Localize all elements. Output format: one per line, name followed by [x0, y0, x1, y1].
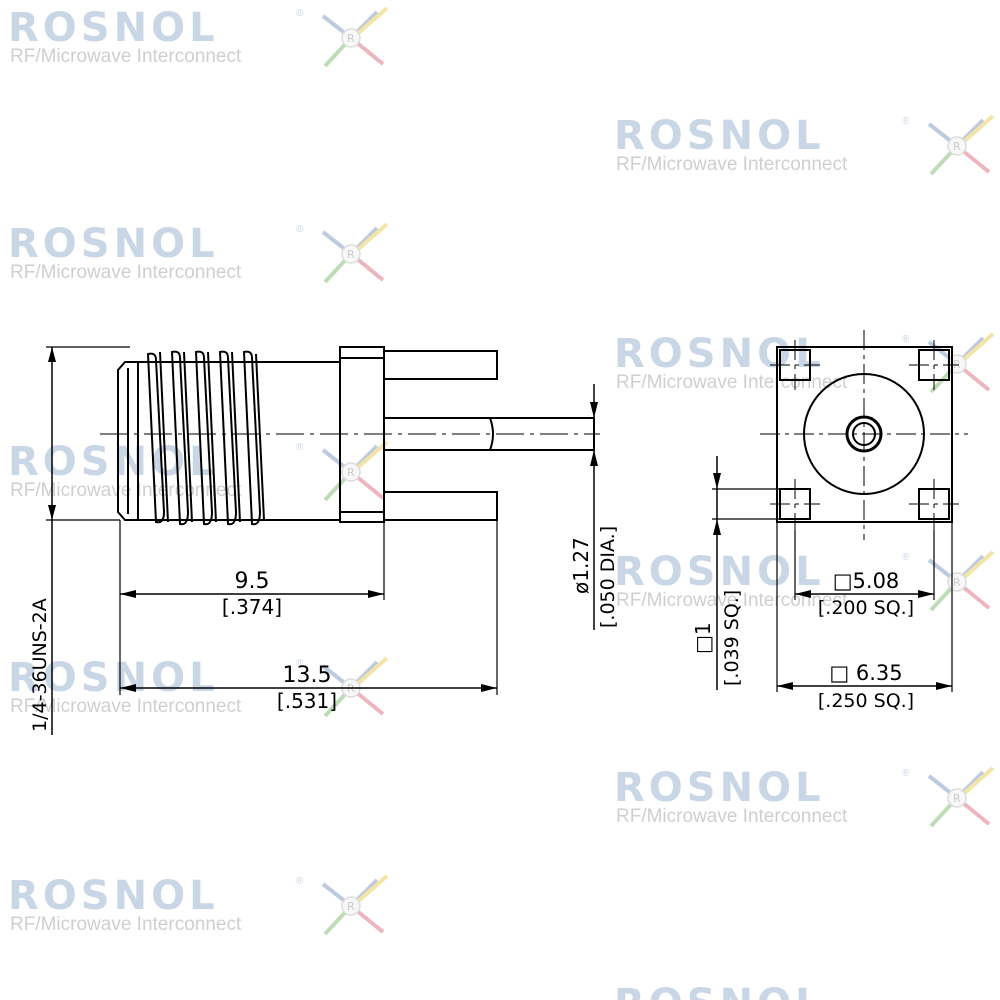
watermark-registered: ® [902, 768, 910, 779]
watermark-tagline: RF/Microwave Interconnect [10, 46, 242, 67]
rosnol-star-logo-icon: R [321, 874, 388, 936]
rosnol-star-logo-icon: R [927, 766, 994, 828]
watermark-tagline: RF/Microwave Interconnect [616, 372, 848, 393]
rosnol-star-logo-icon: R [321, 6, 388, 68]
rosnol-star-logo-icon: R [927, 114, 994, 176]
watermark-brand: ROSNOL [614, 982, 825, 1000]
watermark-7: ROSNOL ® RF/Microwave Interconnect R [8, 656, 388, 726]
thread-label: 1/4-36UNS-2A [29, 598, 51, 732]
watermark-brand: ROSNOL [8, 5, 219, 51]
watermark-tagline: RF/Microwave Interconnect [616, 154, 848, 175]
svg-text:R: R [953, 576, 961, 589]
watermark-brand: ROSNOL [614, 765, 825, 811]
watermark-brand: ROSNOL [614, 331, 825, 377]
watermark-brand: ROSNOL [8, 439, 219, 485]
thread-crests [146, 350, 265, 526]
overall-length-mm: 13.5 [283, 663, 332, 688]
watermark-brand: ROSNOL [8, 221, 219, 267]
rosnol-star-logo-icon: R [321, 222, 388, 284]
watermark-9: ROSNOL ® RF/Microwave Interconnect R [8, 874, 388, 944]
watermark-brand: ROSNOL [8, 873, 219, 919]
watermark-registered: ® [296, 658, 304, 669]
svg-text:R: R [347, 900, 355, 913]
leg-square-in: [.039 SQ.] [721, 590, 743, 686]
leg-square-mm: □1 [691, 622, 715, 654]
watermark-registered: ® [296, 8, 304, 19]
watermark-brand: ROSNOL [614, 113, 825, 159]
watermark-registered: ® [296, 442, 304, 453]
watermark-2: ROSNOL ® RF/Microwave Interconnect R [614, 114, 994, 184]
svg-text:R: R [347, 466, 355, 479]
watermark-3: ROSNOL ® RF/Microwave Interconnect R [8, 222, 388, 292]
hole-square-mm: □5.08 [833, 569, 900, 593]
lower-leg [383, 491, 498, 521]
watermark-10: ROSNOL [614, 982, 994, 1000]
watermark-registered: ® [902, 552, 910, 563]
body-length-mm: 9.5 [235, 569, 270, 594]
overall-length-in: [.531] [277, 689, 337, 713]
svg-text:R: R [953, 792, 961, 805]
watermark-tagline: RF/Microwave Interconnect [10, 696, 242, 717]
svg-text:R: R [953, 140, 961, 153]
flange-square-mm: □ 6.35 [829, 661, 902, 685]
svg-text:R: R [347, 248, 355, 261]
body-length-in: [.374] [222, 595, 282, 619]
svg-text:R: R [347, 32, 355, 45]
watermark-tagline: RF/Microwave Interconnect [616, 590, 848, 611]
watermark-registered: ® [296, 224, 304, 235]
pin-dia-mm: ø1.27 [569, 537, 593, 594]
rosnol-star-logo-icon: R [321, 440, 388, 502]
watermark-tagline: RF/Microwave Interconnect [10, 480, 242, 501]
hole-square-in: [.200 SQ.] [818, 597, 914, 619]
front-view [712, 330, 968, 692]
watermark-tagline: RF/Microwave Interconnect [10, 914, 242, 935]
pin-dia-in: [.050 DIA.] [597, 526, 619, 628]
watermark-5: ROSNOL ® RF/Microwave Interconnect R [8, 440, 388, 510]
watermark-1: ROSNOL ® RF/Microwave Interconnect R [8, 6, 388, 76]
side-view [46, 346, 600, 735]
upper-leg [383, 350, 498, 380]
watermark-4: ROSNOL ® RF/Microwave Interconnect R [614, 332, 994, 402]
watermark-registered: ® [902, 116, 910, 127]
watermark-brand: ROSNOL [8, 655, 219, 701]
watermark-registered: ® [902, 334, 910, 345]
watermark-tagline: RF/Microwave Interconnect [616, 806, 848, 827]
watermark-8: ROSNOL ® RF/Microwave Interconnect R [614, 766, 994, 836]
watermark-registered: ® [296, 876, 304, 887]
flange-square-in: [.250 SQ.] [818, 690, 914, 712]
watermark-tagline: RF/Microwave Interconnect [10, 262, 242, 283]
